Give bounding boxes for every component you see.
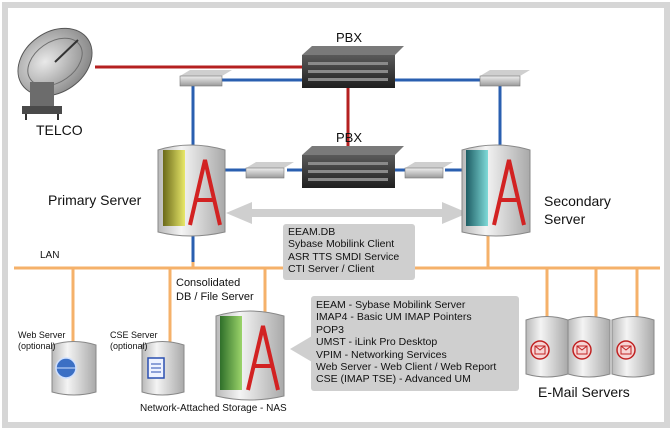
pbx-top-label: PBX (336, 30, 363, 45)
cse-server-icon (141, 341, 185, 396)
primary-service-line: EEAM.DB (288, 226, 336, 238)
primary-server-label: Primary Server (48, 192, 142, 208)
nas-service-line: IMAP4 - Basic UM IMAP Pointers (316, 311, 472, 324)
primary-service-line: ASR TTS SMDI Service (288, 250, 400, 263)
lan-label: LAN (40, 250, 60, 261)
network-switch-icon (479, 70, 530, 87)
web-server-label: Web Server (optional) (18, 330, 66, 351)
primary-server-icon (157, 144, 226, 237)
nas-server-icon (215, 310, 285, 401)
email-servers-label: E-Mail Servers (538, 384, 630, 400)
telco-label: TELCO (36, 122, 83, 138)
pbx-bottom-icon (302, 146, 404, 188)
pbx-top-icon (302, 46, 404, 88)
nas-services-box: EEAM - Sybase Mobilink Server IMAP4 - Ba… (311, 296, 519, 391)
server-sync-arrow (226, 202, 468, 224)
nas-label: Network-Attached Storage - NAS (140, 403, 287, 414)
cse-server-label: CSE Server (optional) (110, 330, 158, 351)
services-arrow (290, 336, 312, 362)
nas-service-line: POP3 (316, 323, 345, 336)
email-server-icon (567, 316, 611, 378)
network-switch-icon (179, 70, 232, 87)
primary-service-line: Sybase Mobilink Client (288, 238, 395, 251)
network-switch-icon (404, 162, 453, 179)
satellite-dish-icon (17, 27, 93, 120)
email-server-icon (611, 316, 655, 378)
nas-service-line: VPIM - Networking Services (316, 348, 447, 361)
network-switch-icon (245, 162, 294, 179)
secondary-server-label: Secondary Server (544, 193, 611, 227)
primary-services-box: EEAM.DB Sybase Mobilink Client ASR TTS S… (283, 224, 415, 280)
secondary-server-icon (461, 144, 531, 237)
pbx-bottom-label: PBX (336, 130, 363, 145)
consolidated-label: Consolidated DB / File Server (176, 277, 254, 303)
nas-service-line: Web Server - Web Client / Web Report (316, 361, 497, 374)
nas-service-line: UMST - iLink Pro Desktop (316, 336, 438, 349)
nas-service-line: EEAM - Sybase Mobilink Server (316, 299, 466, 311)
email-server-icon (525, 316, 569, 378)
web-server-icon (51, 341, 97, 396)
nas-service-line: CSE (IMAP TSE) - Advanced UM (316, 373, 471, 386)
primary-service-line: CTI Server / Client (288, 263, 375, 276)
